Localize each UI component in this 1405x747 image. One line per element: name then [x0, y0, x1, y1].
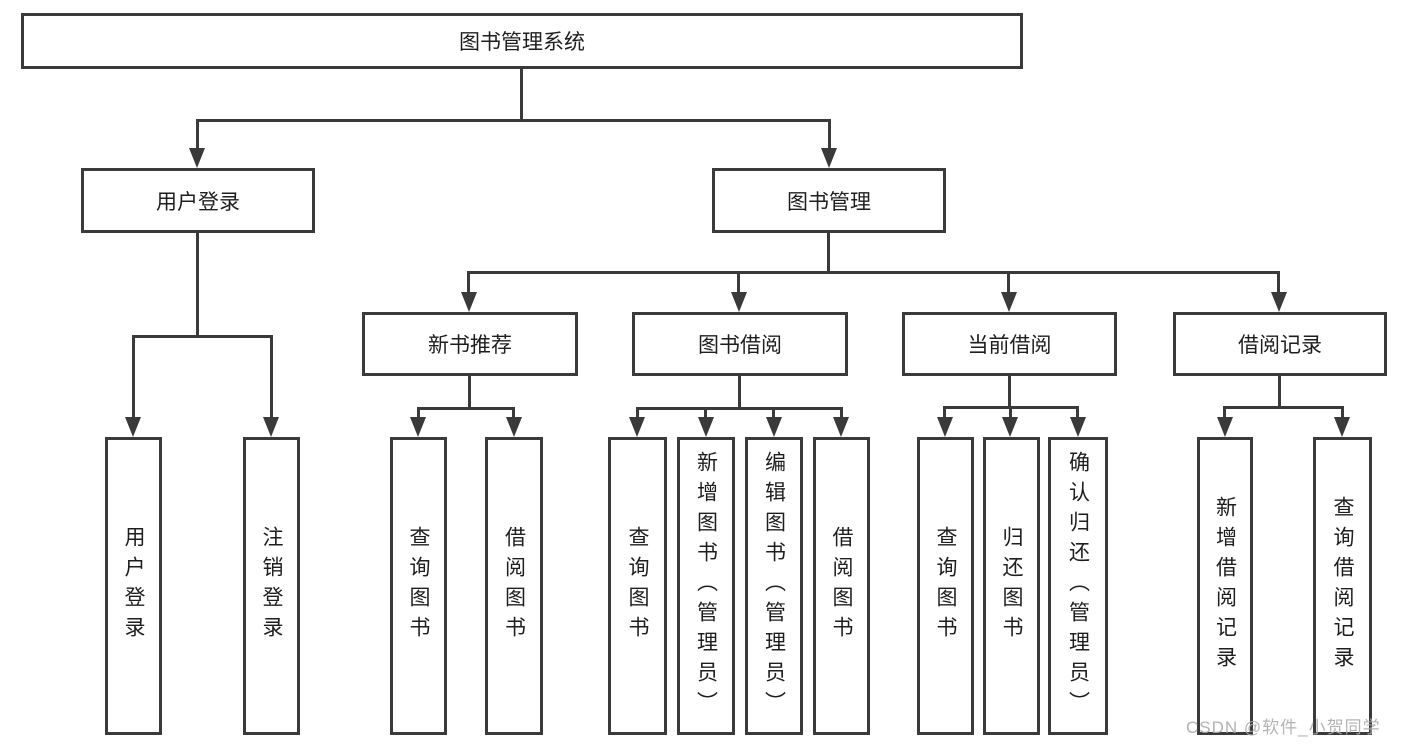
node-leaf-add-borrow-record: 新增借阅记录: [1197, 437, 1253, 735]
connector-stem-record-query: [1341, 406, 1344, 421]
node-new-book-recommend: 新书推荐: [362, 312, 578, 376]
connector-stem-login-leaf: [132, 335, 135, 420]
arrow-down-login-leaf: [125, 417, 141, 437]
connector-current-drop: [1008, 376, 1011, 408]
node-label: 查询图书: [934, 526, 958, 646]
node-borrow-record: 借阅记录: [1173, 312, 1387, 376]
arrow-down-logout-leaf: [263, 417, 279, 437]
connector-stem-new-book: [467, 271, 470, 296]
connector-borrow-rail: [636, 407, 842, 410]
node-label: 借阅记录: [1238, 334, 1322, 357]
node-label: 新增借阅记录: [1213, 496, 1237, 676]
node-leaf-user-login: 用户登录: [105, 437, 162, 735]
connector-stem-record-add: [1223, 406, 1226, 421]
connector-stem-borrow-query: [636, 407, 639, 421]
arrow-down-borrow-query: [629, 417, 645, 437]
connector-root-drop: [520, 69, 523, 121]
node-leaf-add-book-admin: 新增图书（管理员）: [677, 437, 735, 735]
node-label: 查询图书: [626, 526, 650, 646]
connector-recommend-rail: [417, 407, 514, 410]
node-leaf-recommend-query-book: 查询图书: [390, 437, 447, 735]
node-leaf-borrow-query-book: 查询图书: [608, 437, 667, 735]
arrow-down-borrow-record: [1271, 292, 1287, 312]
node-leaf-query-borrow-record: 查询借阅记录: [1313, 437, 1372, 735]
arrow-down-record-query: [1334, 417, 1350, 437]
node-leaf-recommend-borrow-book: 借阅图书: [485, 437, 543, 735]
node-label: 图书管理: [787, 190, 871, 214]
node-label: 借阅图书: [830, 526, 854, 646]
node-book-borrow: 图书借阅: [632, 312, 848, 376]
node-label: 新书推荐: [428, 334, 512, 357]
arrow-down-book-borrow: [731, 292, 747, 312]
connector-book-management-drop: [827, 233, 830, 273]
connector-level2-rail: [196, 119, 830, 122]
arrow-down-borrow-add: [698, 417, 714, 437]
connector-stem-logout-leaf: [270, 335, 273, 420]
arrow-down-current-borrow: [1001, 292, 1017, 312]
connector-stem-current-return: [1009, 406, 1012, 421]
node-book-management-branch: 图书管理: [712, 168, 946, 233]
connector-record-rail: [1223, 406, 1343, 409]
node-label: 用户登录: [156, 190, 240, 214]
arrow-down-book-management: [821, 148, 837, 168]
connector-stem-borrow-record: [1277, 271, 1280, 296]
connector-recommend-drop: [468, 376, 471, 409]
node-label: 注销登录: [260, 526, 284, 646]
node-label: 确认归还（管理员）: [1066, 451, 1090, 721]
node-label: 用户登录: [122, 526, 146, 646]
node-label: 查询图书: [407, 526, 431, 646]
connector-borrow-drop: [738, 376, 741, 409]
node-label: 新增图书（管理员）: [694, 451, 718, 721]
node-library-management-system: 图书管理系统: [21, 13, 1023, 69]
connector-level3-rail: [468, 271, 1280, 274]
node-label: 借阅图书: [502, 526, 526, 646]
connector-stem-current-query: [943, 406, 946, 421]
connector-stem-book-management: [828, 119, 831, 152]
node-leaf-logout: 注销登录: [243, 437, 300, 735]
arrow-down-current-confirm: [1070, 417, 1086, 437]
arrow-down-new-book: [461, 292, 477, 312]
connector-stem-current-borrow: [1007, 271, 1010, 296]
connector-stem-book-borrow: [737, 271, 740, 296]
node-label: 图书管理系统: [459, 31, 585, 54]
arrow-down-user-login: [189, 148, 205, 168]
arrow-down-current-return: [1002, 417, 1018, 437]
node-leaf-confirm-return-admin: 确认归还（管理员）: [1048, 437, 1108, 735]
arrow-down-borrow-lend: [833, 417, 849, 437]
watermark: CSDN @软件_小贺同学: [1186, 718, 1381, 737]
connector-stem-user-login: [196, 119, 199, 152]
arrow-down-recommend-query: [410, 417, 426, 437]
node-label: 图书借阅: [698, 334, 782, 357]
connector-user-login-drop: [196, 233, 199, 337]
arrow-down-record-add: [1217, 417, 1233, 437]
node-label: 查询借阅记录: [1331, 496, 1355, 676]
node-user-login-branch: 用户登录: [81, 168, 315, 233]
connector-stem-borrow-add: [704, 407, 707, 421]
node-leaf-return-book: 归还图书: [983, 437, 1040, 735]
node-leaf-edit-book-admin: 编辑图书（管理员）: [745, 437, 803, 735]
connector-user-login-rail: [132, 335, 272, 338]
connector-stem-recommend-query: [417, 407, 420, 421]
arrow-down-recommend-borrow: [506, 417, 522, 437]
node-leaf-current-query-book: 查询图书: [917, 437, 974, 735]
node-current-borrow: 当前借阅: [902, 312, 1117, 376]
node-label: 当前借阅: [967, 334, 1052, 357]
node-label: 归还图书: [1000, 526, 1024, 646]
connector-record-drop: [1278, 376, 1281, 408]
connector-stem-borrow-lend: [840, 407, 843, 421]
connector-stem-borrow-edit: [772, 407, 775, 421]
arrow-down-borrow-edit: [766, 417, 782, 437]
connector-stem-current-confirm: [1076, 406, 1079, 421]
arrow-down-current-query: [937, 417, 953, 437]
node-leaf-borrow-lend-book: 借阅图书: [813, 437, 870, 735]
node-label: 编辑图书（管理员）: [762, 451, 786, 721]
connector-stem-recommend-borrow: [512, 407, 515, 421]
